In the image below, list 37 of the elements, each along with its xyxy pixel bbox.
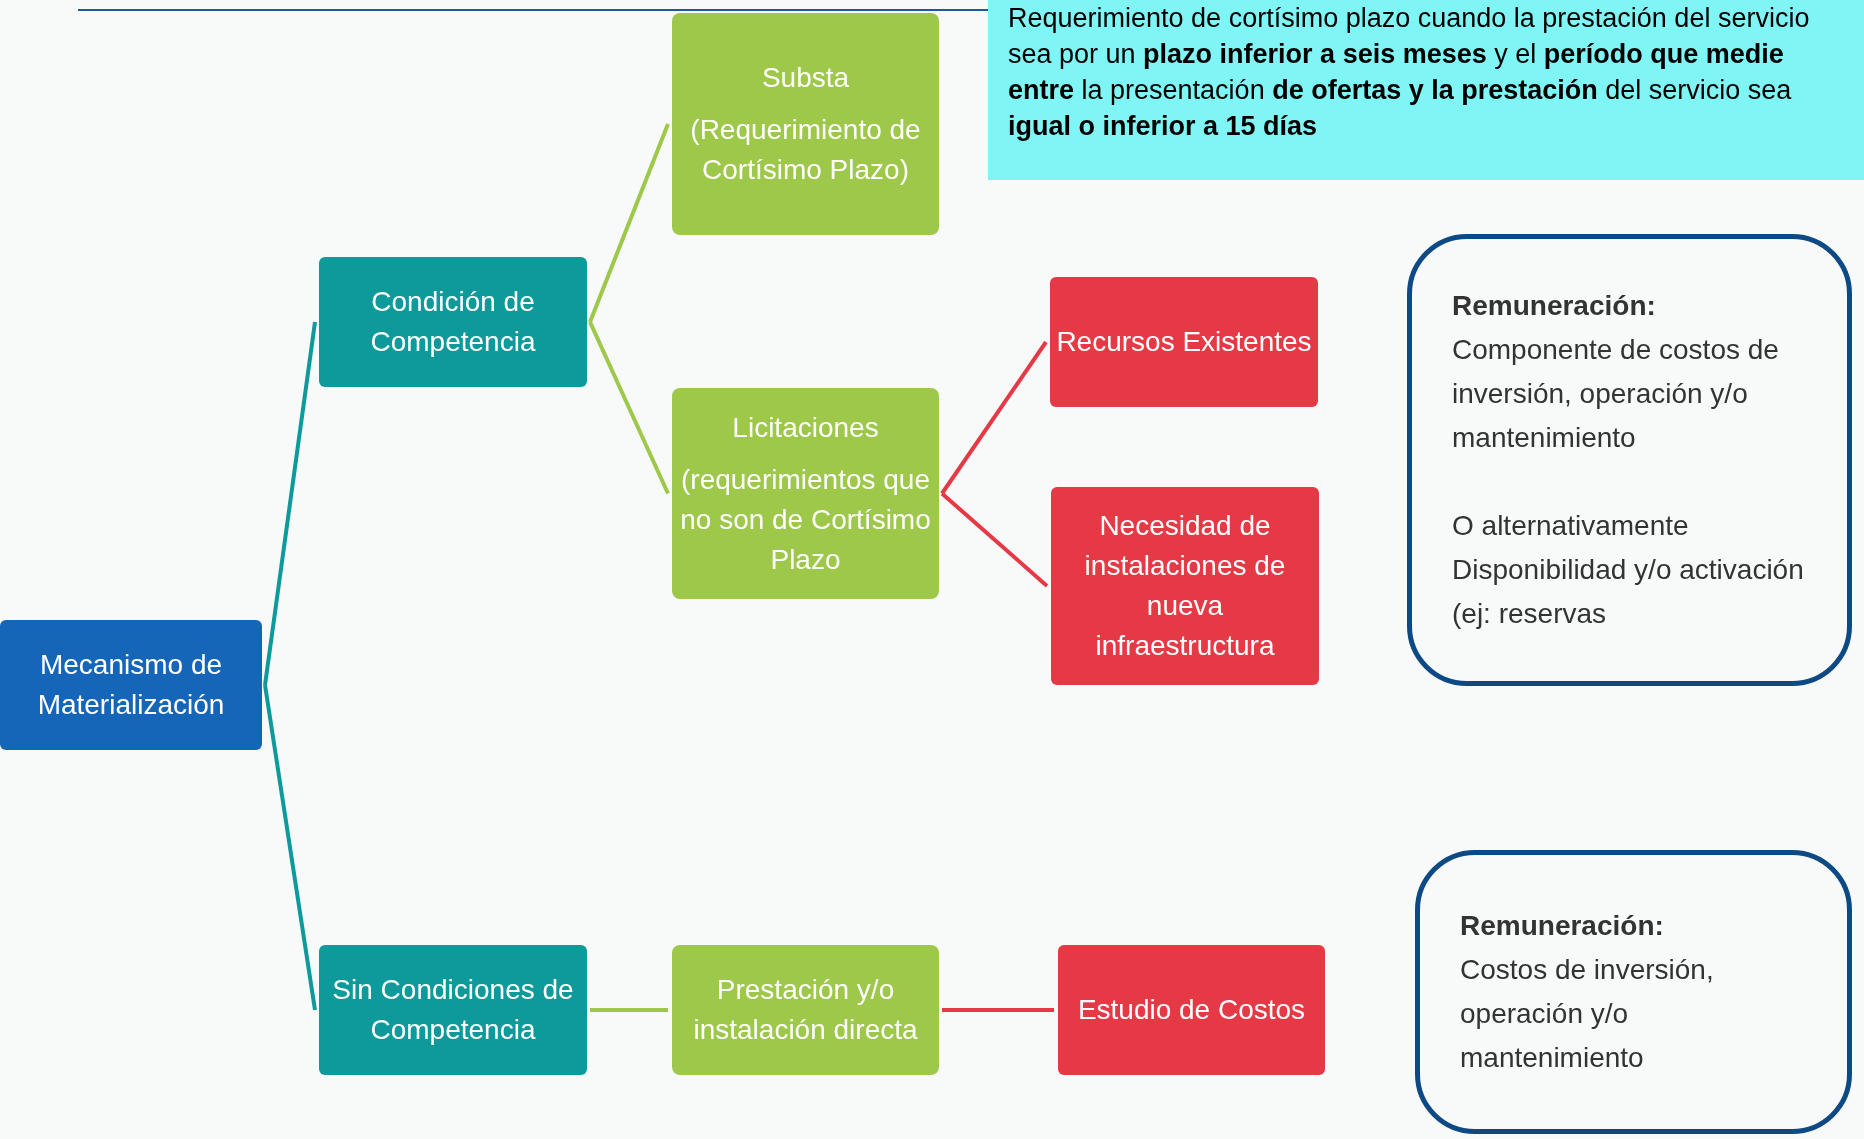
box-title: Estudio de Costos	[1076, 993, 1307, 1027]
outcome-box	[1058, 945, 1325, 1075]
box-title: Licitaciones	[731, 410, 880, 445]
category-box	[319, 945, 587, 1075]
remuneration-heading: Remuneración:	[1452, 289, 1657, 323]
remuneration-box	[1407, 234, 1852, 686]
connector-line	[588, 321, 670, 495]
outcome-box	[1050, 277, 1318, 407]
box-title: Recursos Existentes	[1055, 325, 1313, 359]
note-text: Requerimiento de cortísimo plazo cuando la prestación del servicio sea por un plazo inferior a seis meses y el período que medie entre la presentación de ofertas y la prestación del servicio sea igual o inferior a 15 días	[1008, 2, 1811, 143]
box-title: Condición de Competencia	[369, 285, 537, 359]
outcome-box	[1051, 487, 1319, 685]
connector-line	[588, 123, 670, 323]
box-title: Mecanismo de Materialización	[36, 648, 226, 722]
box-title: Substa	[760, 61, 851, 95]
remuneration-heading: Remuneración:	[1460, 909, 1665, 943]
note-box	[988, 0, 1864, 180]
remuneration-text: O alternativamente Disponibilidad y/o activación (ej: reservas	[1452, 509, 1805, 631]
connector-line	[942, 1008, 1054, 1012]
connector-line	[590, 1008, 668, 1012]
box-title: Sin Condiciones de Competencia	[331, 973, 575, 1047]
remuneration-text: Costos de inversión, operación y/o mantenimiento	[1460, 953, 1715, 1075]
connector-line	[263, 684, 317, 1011]
category-box	[319, 257, 587, 387]
box-subtitle: (Requerimiento de Cortísimo Plazo)	[689, 113, 922, 187]
mechanism-box	[672, 945, 939, 1075]
remuneration-text: Componente de costos de inversión, operación y/o mantenimiento	[1452, 333, 1780, 455]
mechanism-box	[672, 13, 939, 235]
connector-line	[263, 321, 317, 686]
connector-line	[940, 492, 1049, 588]
mechanism-box	[672, 388, 939, 599]
box-title: Necesidad de instalaciones de nueva infraestructura	[1083, 509, 1287, 663]
box-title: Prestación y/o instalación directa	[692, 973, 919, 1047]
connector-line	[940, 340, 1048, 495]
remuneration-box	[1415, 850, 1852, 1134]
box-subtitle: (requerimientos que no son de Cortísimo Plazo	[679, 462, 932, 577]
root-box	[0, 620, 262, 750]
